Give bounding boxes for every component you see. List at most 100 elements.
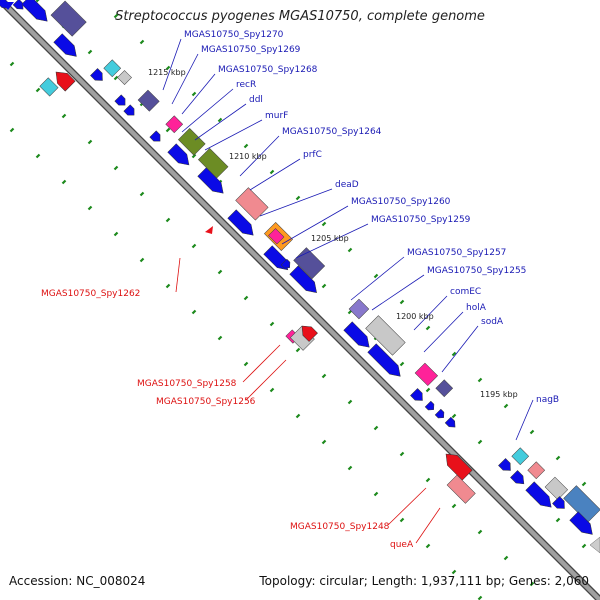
scale-dot bbox=[503, 555, 509, 561]
cds-arrow-shape bbox=[114, 94, 126, 106]
cog-category-box-shape bbox=[365, 315, 406, 356]
forward-gene-label: MGAS10750_Spy1257 bbox=[407, 248, 506, 258]
scale-dot bbox=[399, 361, 405, 367]
cds-arrow-shape bbox=[434, 408, 445, 419]
cog-category-box-shape bbox=[414, 362, 439, 387]
scale-dot bbox=[191, 243, 197, 249]
cds-arrow bbox=[434, 408, 445, 419]
cog-category-box-shape bbox=[563, 485, 600, 523]
cds-arrow bbox=[21, 0, 48, 22]
forward-label-leader bbox=[515, 399, 534, 441]
cds-arrow bbox=[227, 209, 254, 236]
scale-dot bbox=[451, 413, 457, 419]
scale-dot bbox=[477, 377, 483, 383]
forward-gene-label: MGAS10750_Spy1268 bbox=[218, 65, 318, 75]
reverse-gene-label: MGAS10750_Spy1262 bbox=[41, 289, 140, 299]
cds-arrow bbox=[280, 258, 291, 269]
cog-category-box-shape bbox=[137, 89, 160, 112]
forward-label-leader bbox=[413, 295, 448, 331]
cog-category-box bbox=[50, 0, 87, 37]
cds-arrow-shape bbox=[510, 470, 525, 485]
scale-dot bbox=[555, 517, 561, 523]
reverse-gene-label: MGAS10750_Spy1256 bbox=[156, 397, 256, 407]
cds-arrow-shape bbox=[424, 400, 435, 411]
cds-arrow-shape bbox=[280, 258, 291, 269]
forward-label-leader bbox=[181, 73, 216, 115]
cds-arrow-shape bbox=[167, 143, 190, 166]
reverse-gene-arrow bbox=[445, 453, 473, 481]
scale-dot bbox=[399, 451, 405, 457]
reverse-gene-label: MGAS10750_Spy1248 bbox=[290, 522, 390, 532]
forward-gene-label: MGAS10750_Spy1270 bbox=[184, 30, 284, 40]
cds-arrow-shape bbox=[53, 33, 77, 57]
cds-arrow-shape bbox=[12, 0, 24, 10]
cds-arrow bbox=[552, 496, 565, 509]
forward-gene-label: ddl bbox=[249, 95, 263, 105]
cog-category-box bbox=[544, 476, 569, 501]
cds-arrow-shape bbox=[197, 167, 224, 194]
position-tick-label: 1215 kbp bbox=[148, 68, 186, 77]
scale-dot bbox=[139, 191, 145, 197]
scale-dot bbox=[295, 195, 301, 201]
scale-dot bbox=[581, 481, 587, 487]
scale-dot bbox=[425, 325, 431, 331]
forward-gene-label: sodA bbox=[481, 317, 504, 327]
cog-category-box-shape bbox=[117, 70, 132, 85]
reverse-gene-label: MGAS10750_Spy1258 bbox=[137, 379, 237, 389]
scale-dot bbox=[451, 503, 457, 509]
forward-gene-label: nagB bbox=[536, 395, 559, 405]
scale-dot bbox=[347, 247, 353, 253]
cds-arrow bbox=[90, 68, 103, 81]
forward-gene-label: MGAS10750_Spy1264 bbox=[282, 127, 382, 137]
cog-category-box bbox=[365, 315, 406, 356]
scale-dot bbox=[217, 335, 223, 341]
cds-arrow-shape bbox=[410, 388, 423, 401]
reverse-gene-arrow bbox=[205, 226, 213, 234]
cds-arrow bbox=[343, 321, 370, 348]
cds-arrow bbox=[289, 265, 317, 293]
cds-arrow-shape bbox=[21, 0, 48, 22]
scale-dot bbox=[581, 543, 587, 549]
cog-category-box bbox=[177, 127, 206, 156]
cog-category-box-shape bbox=[268, 228, 285, 245]
cds-arrow-shape bbox=[343, 321, 370, 348]
scale-dot bbox=[529, 429, 535, 435]
cog-category-box-shape bbox=[527, 461, 546, 480]
cds-arrow-shape bbox=[498, 458, 511, 471]
scale-dot bbox=[165, 283, 171, 289]
scale-dot bbox=[451, 569, 457, 575]
cds-arrow-shape bbox=[552, 496, 565, 509]
cog-category-box bbox=[103, 59, 122, 78]
scale-dot bbox=[191, 91, 197, 97]
cds-arrow bbox=[510, 470, 525, 485]
cog-category-box-shape bbox=[165, 115, 184, 134]
scale-dot bbox=[9, 127, 15, 133]
cog-category-box-shape bbox=[446, 474, 476, 504]
reverse-gene-arrow bbox=[55, 71, 76, 92]
cds-arrow-shape bbox=[263, 245, 289, 271]
forward-gene-label: murF bbox=[265, 111, 288, 121]
cog-category-box-shape bbox=[177, 127, 206, 156]
cds-arrow bbox=[424, 400, 435, 411]
scale-dot bbox=[425, 477, 431, 483]
scale-dot bbox=[243, 361, 249, 367]
forward-label-leader bbox=[371, 274, 425, 311]
cds-arrow-shape bbox=[227, 209, 254, 236]
cds-arrow bbox=[53, 33, 77, 57]
scale-dot bbox=[243, 295, 249, 301]
cog-category-box bbox=[527, 461, 546, 480]
scale-dot bbox=[113, 231, 119, 237]
forward-gene-label: holA bbox=[466, 303, 487, 313]
cog-category-box bbox=[446, 474, 476, 504]
forward-gene-label: MGAS10750_Spy1255 bbox=[427, 266, 526, 276]
scale-dot bbox=[165, 217, 171, 223]
scale-dot bbox=[503, 403, 509, 409]
cog-category-box bbox=[268, 228, 285, 245]
position-tick-label: 1200 kbp bbox=[396, 312, 434, 321]
scale-dot bbox=[165, 127, 171, 133]
cds-arrow bbox=[498, 458, 511, 471]
cog-category-box bbox=[511, 447, 530, 466]
forward-label-leader bbox=[194, 103, 247, 141]
cog-category-box bbox=[414, 362, 439, 387]
forward-label-leader bbox=[441, 325, 479, 373]
